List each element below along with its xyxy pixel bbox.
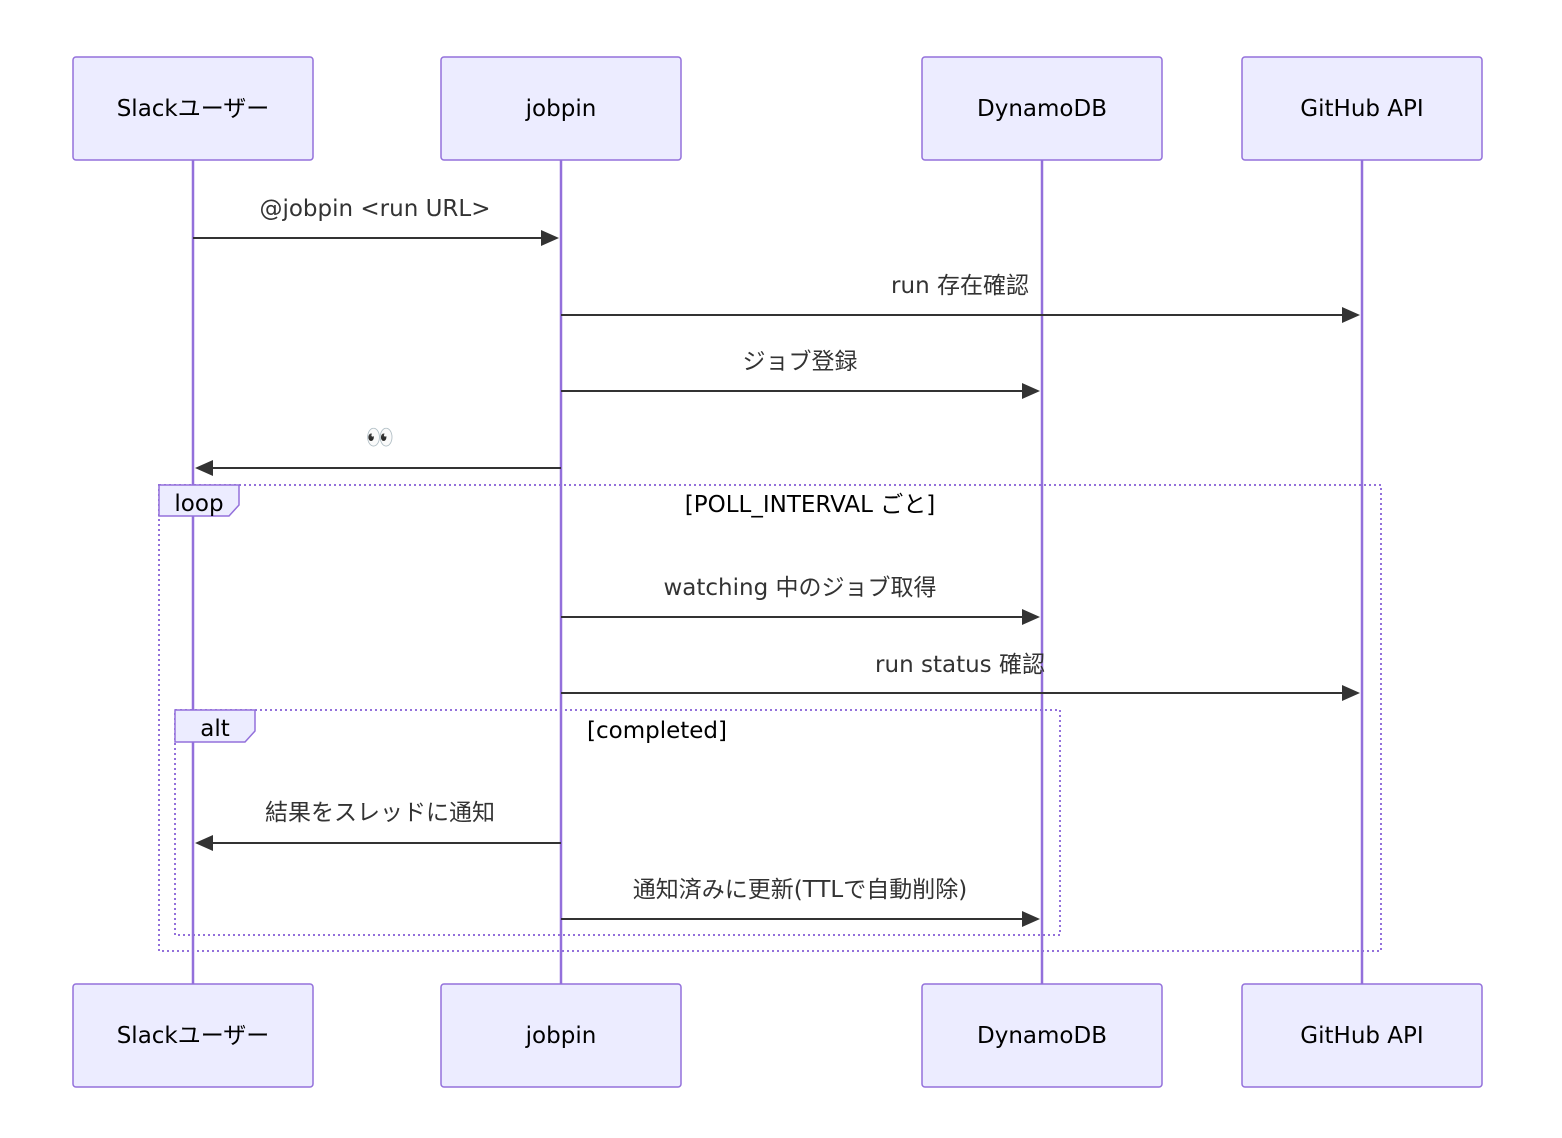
arrow-head bbox=[195, 835, 213, 851]
message-label: watching 中のジョブ取得 bbox=[663, 575, 936, 601]
arrow-head bbox=[541, 230, 559, 246]
arrow-head bbox=[1022, 609, 1040, 625]
arrow-head bbox=[1342, 307, 1360, 323]
actor-top-slack-user: Slackユーザー bbox=[72, 56, 314, 161]
actor-label: jobpin bbox=[525, 1023, 597, 1049]
alt-label: alt bbox=[200, 716, 230, 742]
message-2: run 存在確認 bbox=[561, 273, 1360, 323]
arrow-head bbox=[195, 460, 213, 476]
alt-frame: alt [completed] bbox=[174, 709, 1061, 936]
message-6: run status 確認 bbox=[561, 652, 1360, 701]
message-7: 結果をスレッドに通知 bbox=[195, 800, 561, 851]
actor-bottom-jobpin: jobpin bbox=[440, 983, 682, 1088]
message-4: 👀 bbox=[195, 425, 561, 476]
loop-condition: [POLL_INTERVAL ごと] bbox=[685, 492, 935, 518]
actor-bottom-dynamodb: DynamoDB bbox=[921, 983, 1163, 1088]
message-label: run status 確認 bbox=[875, 652, 1045, 678]
actor-top-github-api: GitHub API bbox=[1241, 56, 1483, 161]
actor-label: jobpin bbox=[525, 96, 597, 122]
actor-label: DynamoDB bbox=[977, 96, 1107, 122]
loop-label: loop bbox=[174, 491, 223, 517]
loop-frame: loop [POLL_INTERVAL ごと] bbox=[158, 484, 1382, 952]
message-3: ジョブ登録 bbox=[561, 349, 1040, 399]
message-label: ジョブ登録 bbox=[743, 349, 858, 375]
actor-label: GitHub API bbox=[1300, 1023, 1423, 1049]
actor-label: Slackユーザー bbox=[117, 1023, 270, 1049]
actor-bottom-github-api: GitHub API bbox=[1241, 983, 1483, 1088]
arrow-head bbox=[1342, 685, 1360, 701]
actor-bottom-slack-user: Slackユーザー bbox=[72, 983, 314, 1088]
actor-top-dynamodb: DynamoDB bbox=[921, 56, 1163, 161]
actor-top-jobpin: jobpin bbox=[440, 56, 682, 161]
message-label: 👀 bbox=[366, 425, 395, 451]
actor-label: DynamoDB bbox=[977, 1023, 1107, 1049]
message-label: @jobpin <run URL> bbox=[259, 196, 490, 222]
message-5: watching 中のジョブ取得 bbox=[561, 575, 1040, 625]
message-label: 通知済みに更新(TTLで自動削除) bbox=[633, 877, 967, 903]
arrow-head bbox=[1022, 911, 1040, 927]
actor-label: Slackユーザー bbox=[117, 96, 270, 122]
arrow-head bbox=[1022, 383, 1040, 399]
actor-label: GitHub API bbox=[1300, 96, 1423, 122]
message-label: 結果をスレッドに通知 bbox=[265, 800, 495, 826]
alt-condition: [completed] bbox=[587, 718, 727, 744]
message-1: @jobpin <run URL> bbox=[193, 196, 559, 246]
message-8: 通知済みに更新(TTLで自動削除) bbox=[561, 877, 1040, 927]
message-label: run 存在確認 bbox=[891, 273, 1029, 299]
